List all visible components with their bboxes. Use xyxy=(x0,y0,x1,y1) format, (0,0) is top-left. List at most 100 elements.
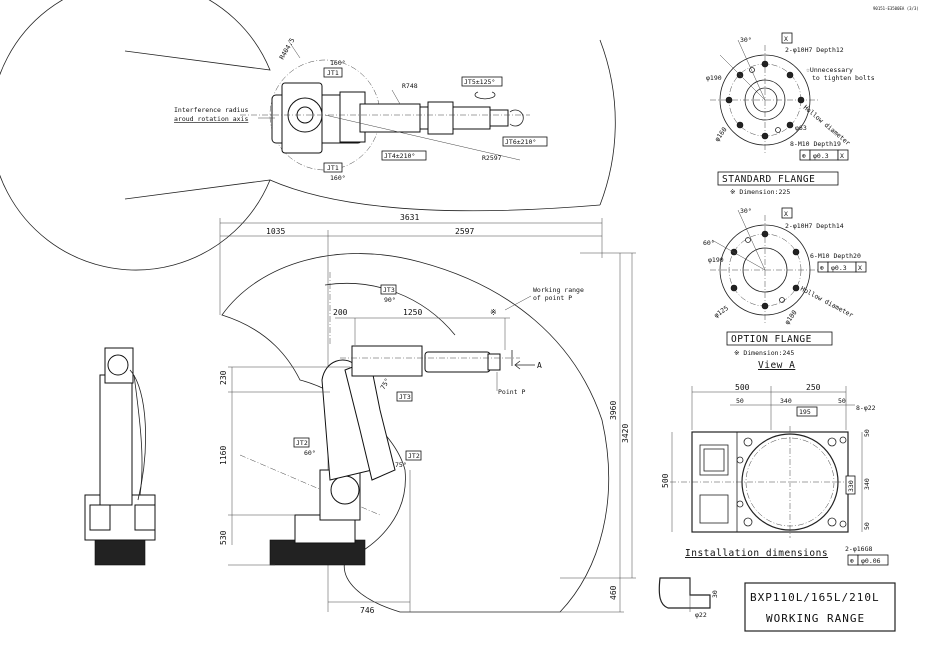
sf-dim-note: ※ Dimension:225 xyxy=(730,188,790,196)
inst-dim-500-left: 500 xyxy=(661,473,670,488)
standard-flange: 30° X 2-φ10H7 Depth12 ☆Unnecessary to ti… xyxy=(706,32,875,196)
dim-230: 230 xyxy=(219,370,228,385)
of-angle-30: 30° xyxy=(740,207,752,215)
dim-3420: 3420 xyxy=(621,424,630,443)
option-flange: 30° 60° X 2-φ10H7 Depth14 φ190 6-M10 Dep… xyxy=(703,207,867,371)
inst-dim-50-a: 50 xyxy=(736,397,744,405)
dim-200: 200 xyxy=(333,308,348,317)
title-line-1: BXP110L/165L/210L xyxy=(750,591,880,604)
working-range-label-1: Working range xyxy=(533,286,584,294)
dim-1250: 1250 xyxy=(403,308,422,317)
view-a-label: View A xyxy=(758,360,795,371)
of-tol-datum: X xyxy=(858,264,862,272)
sf-dia-190: φ190 xyxy=(706,74,722,82)
of-datum-x: X xyxy=(784,210,788,218)
side-view-base xyxy=(269,539,366,566)
sf-tap: 8-M10 Depth19 xyxy=(790,140,841,148)
top-view-front-arc xyxy=(599,39,616,206)
jt2-label: JT2 xyxy=(296,439,308,447)
of-pin-hole: 2-φ10H7 Depth14 xyxy=(785,222,844,230)
title-block-frame xyxy=(744,582,896,632)
jt3-label2: JT3 xyxy=(399,393,411,401)
sf-tol-datum: X xyxy=(840,152,844,160)
point-p-label: Point P xyxy=(498,388,525,396)
of-dia-190: φ190 xyxy=(708,256,724,264)
inst-pin-holes: 2-φ16G8 xyxy=(845,545,872,553)
interference-label-1: Interference radius xyxy=(174,106,248,114)
inst-dim-50-br: 50 xyxy=(863,522,871,530)
jt1-angle-top: 160° xyxy=(330,59,346,67)
sf-tol: φ0.3 xyxy=(813,152,829,160)
inst-section-detail xyxy=(658,577,711,609)
of-dia-125: φ125 xyxy=(713,304,730,320)
of-tap: 6-M10 Depth20 xyxy=(810,252,861,260)
jt2-angle1: 60° xyxy=(304,449,316,457)
dim-1160: 1160 xyxy=(219,446,228,465)
side-view-upper-arm xyxy=(351,345,423,377)
sf-title: STANDARD FLANGE xyxy=(722,174,815,185)
jt1-label-top: JT1 xyxy=(327,69,339,77)
inst-title: Installation dimensions xyxy=(685,548,828,559)
dim-front: 2597 xyxy=(455,227,474,236)
jt1-label-bottom: JT1 xyxy=(327,164,339,172)
top-view-reach-envelope xyxy=(0,0,271,271)
inst-dim-195: 195 xyxy=(799,408,811,416)
working-range-label-2: of point P xyxy=(533,294,572,302)
sf-angle-30: 30° xyxy=(740,36,752,44)
dim-rear: 1035 xyxy=(266,227,285,236)
jt2-angle2: 75° xyxy=(395,461,407,469)
jt6-label: JT6±210° xyxy=(505,138,536,146)
title-line-2: WORKING RANGE xyxy=(766,612,865,625)
dim-total: 3631 xyxy=(400,213,419,222)
jt5-label: JT5±125° xyxy=(464,78,495,86)
svg-text:⊕: ⊕ xyxy=(850,557,854,565)
inst-dim-330: 330 xyxy=(847,480,855,492)
svg-text:⊕: ⊕ xyxy=(820,264,824,272)
mark-star: ※ xyxy=(490,308,497,317)
inst-dim-50-r: 50 xyxy=(863,429,871,437)
drawing-id: 90151-E3500EA (3/3) xyxy=(873,6,919,11)
inst-dim-500: 500 xyxy=(735,383,750,392)
svg-text:⊕: ⊕ xyxy=(802,152,806,160)
sf-dia-63: φ63 xyxy=(795,124,807,132)
jt1-angle-bottom: 160° xyxy=(330,174,346,182)
r-total-label: R2597 xyxy=(482,154,502,162)
title-block: BXP110L/165L/210L WORKING RANGE xyxy=(744,582,896,632)
sf-star-note-2: to tighten bolts xyxy=(812,74,875,82)
interference-label-2: aroud rotation axis xyxy=(174,115,248,123)
inst-dim-250: 250 xyxy=(806,383,821,392)
jt3-label: JT3 xyxy=(383,286,395,294)
of-angle-60: 60° xyxy=(703,239,715,247)
inst-tol: φ0.06 xyxy=(861,557,881,565)
jt2-label2: JT2 xyxy=(408,452,420,460)
end-view-base xyxy=(94,539,146,566)
sf-star-note-1: ☆Unnecessary xyxy=(806,66,853,74)
of-tol: φ0.3 xyxy=(831,264,847,272)
inst-dim-340: 340 xyxy=(780,397,792,405)
sf-datum-x: X xyxy=(784,35,788,43)
jt4-label: JT4±210° xyxy=(384,152,415,160)
inst-dim-50-b: 50 xyxy=(838,397,846,405)
sf-pin-hole: 2-φ10H7 Depth12 xyxy=(785,46,844,54)
top-view-arm xyxy=(359,103,421,133)
jt3-angle2: 75° xyxy=(379,377,392,391)
view-a-arrow: A xyxy=(537,361,542,370)
inst-holes: 8-φ22 xyxy=(856,404,876,412)
top-view: Interference radius aroud rotation axis … xyxy=(0,0,616,271)
installation-dimensions: 500 250 50 340 50 195 8-φ22 500 50 340 3… xyxy=(658,383,889,619)
dim-460: 460 xyxy=(609,585,618,600)
dim-746: 746 xyxy=(360,606,375,615)
side-view: 3631 1035 2597 A 200 1250 ※ xyxy=(219,213,636,615)
jt3-angle1: 90° xyxy=(384,296,396,304)
dim-530: 530 xyxy=(219,530,228,545)
of-title: OPTION FLANGE xyxy=(731,334,812,345)
of-dim-note: ※ Dimension:245 xyxy=(734,349,794,357)
sf-dia-160: φ160 xyxy=(713,126,729,143)
of-hollow: Hollow diameter xyxy=(799,285,855,320)
dim-3960: 3960 xyxy=(609,401,618,420)
inst-dim-30: 30 xyxy=(711,590,719,598)
r-reach-label: R748 xyxy=(402,82,418,90)
inst-dim-22: φ22 xyxy=(695,611,707,619)
end-view-robot xyxy=(84,347,156,566)
inst-dim-340-r: 340 xyxy=(863,478,871,490)
